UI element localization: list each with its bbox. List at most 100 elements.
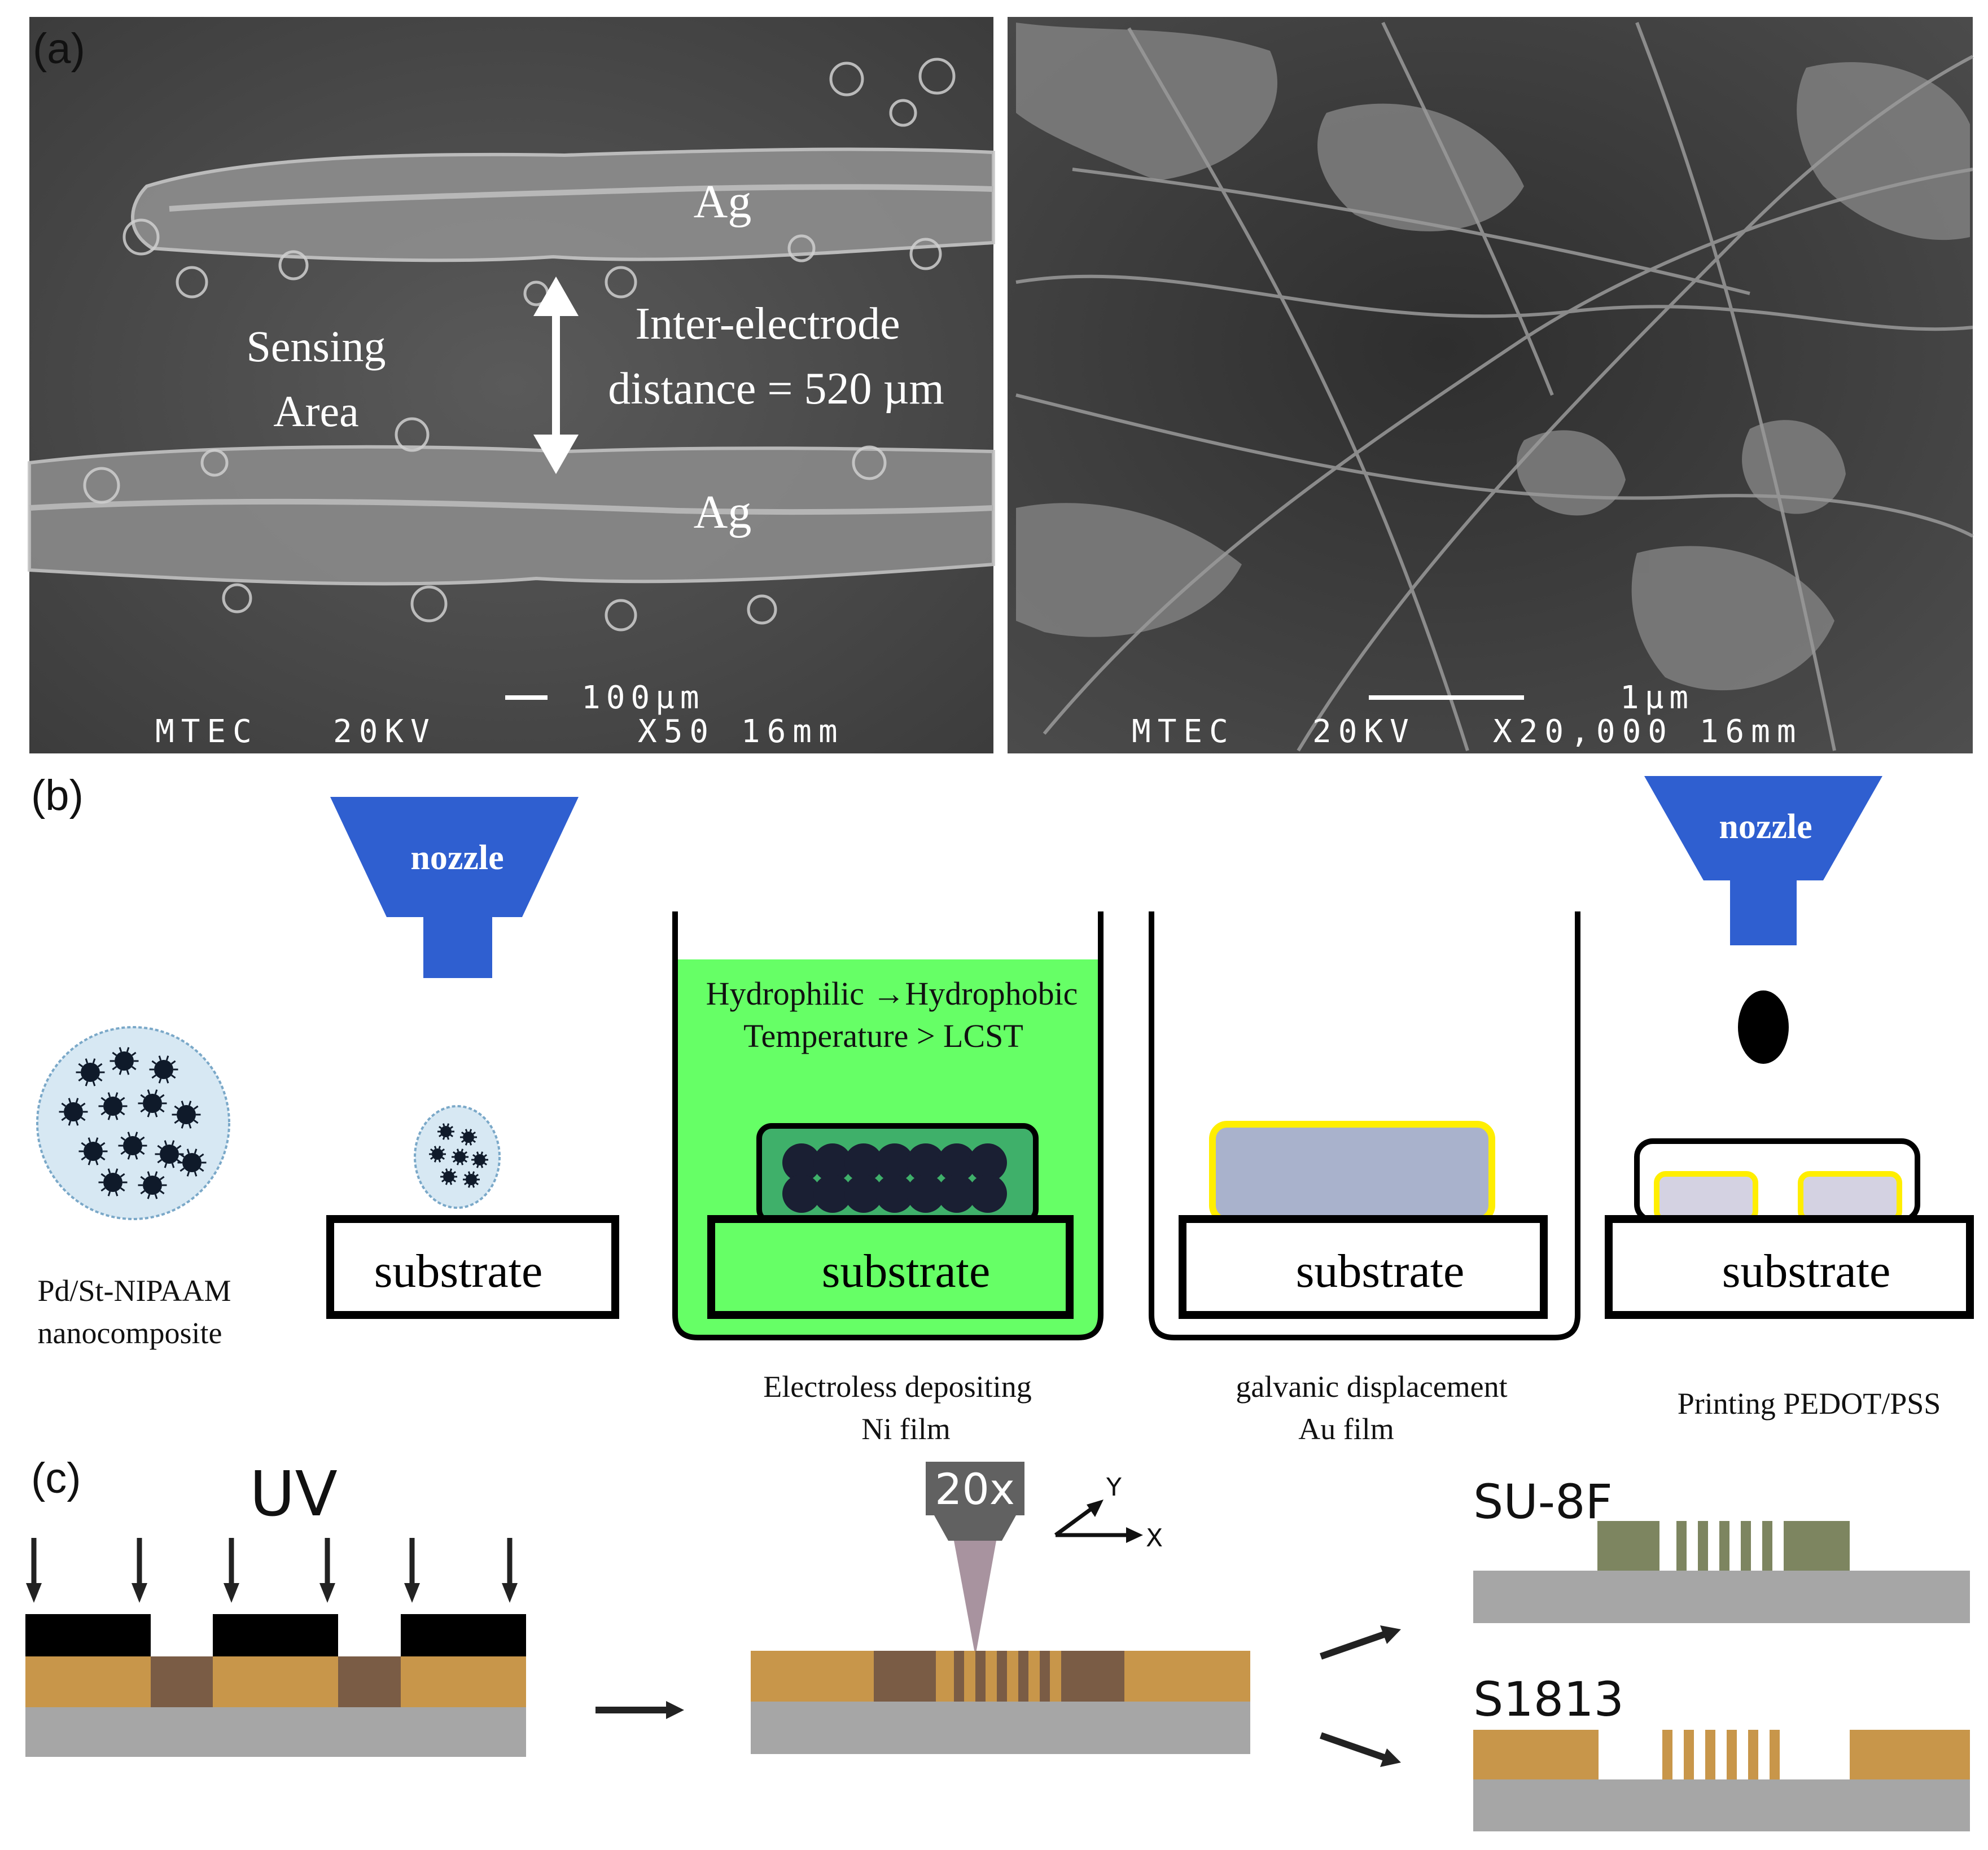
panel-a: Ag Ag Sensing Area Inter-electrode dista…	[28, 17, 1974, 753]
label-ag-top: Ag	[694, 176, 752, 228]
label-distance: distance = 520 µm	[608, 364, 944, 414]
substrate-2-label: substrate	[822, 1245, 991, 1297]
nozzle-left-label: nozzle	[410, 839, 503, 877]
ni-coated-particle	[969, 1174, 1007, 1213]
nanoparticle	[160, 1145, 179, 1164]
nanoparticle	[154, 1060, 173, 1079]
panel-label-c: (c)	[31, 1454, 81, 1502]
sem-image-fibers: 1μm MTEC 20KV X20,000 16mm	[1008, 17, 1974, 753]
ni-beaker	[672, 911, 1104, 1340]
panel-label-b: (b)	[31, 771, 84, 819]
substrate-3-label: substrate	[1296, 1245, 1465, 1297]
objective-label: 20x	[935, 1464, 1015, 1514]
su8-line	[1784, 1521, 1794, 1571]
uv-label: UV	[249, 1458, 338, 1530]
written-line	[1018, 1651, 1028, 1702]
footer-right-kv: 20KV	[1312, 713, 1416, 750]
written-line	[997, 1651, 1007, 1702]
ni-coated-particle	[938, 1143, 976, 1182]
au-film	[1209, 1121, 1495, 1224]
su8-line	[1762, 1521, 1772, 1571]
nanoparticle	[64, 1102, 83, 1121]
written-line	[1061, 1651, 1071, 1702]
footer-left-mag: X50 16mm	[638, 713, 844, 750]
substrate-4-label: substrate	[1722, 1245, 1891, 1297]
footer-right-mtec: MTEC	[1132, 713, 1235, 750]
ni-coated-particle	[938, 1174, 976, 1213]
su8-line	[1676, 1521, 1687, 1571]
written-line	[975, 1651, 986, 1702]
nanoparticle	[443, 1171, 454, 1182]
footer-left-mtec: MTEC	[155, 713, 259, 750]
result-s1813-label: S1813	[1473, 1672, 1624, 1727]
s1813-line	[1727, 1730, 1737, 1779]
top-electrode-band	[131, 147, 995, 262]
step-electroless-ni: Hydrophilic →Hydrophobic Temperature > L…	[672, 911, 1104, 1446]
laser-writing-stack: 20x Y X	[751, 1462, 1250, 1754]
label-sensing: Sensing	[246, 322, 386, 371]
au-electrode-right	[1798, 1171, 1902, 1223]
objective-body	[926, 1462, 1024, 1515]
nanoparticle	[143, 1094, 162, 1113]
substrate-2	[707, 1215, 1074, 1319]
label-inter-electrode: Inter-electrode	[635, 299, 900, 349]
s1813-line	[1705, 1730, 1715, 1779]
ni-coated-particle	[969, 1143, 1007, 1182]
caption-pedot: Printing PEDOT/PSS	[1678, 1387, 1941, 1421]
nanoparticle	[103, 1097, 122, 1116]
au-beaker	[1149, 911, 1580, 1340]
ni-coated-particle	[907, 1143, 945, 1182]
nanoparticle	[454, 1151, 466, 1163]
au-electrode-left	[1654, 1171, 1758, 1223]
arrow-to-s1813	[1320, 1732, 1387, 1761]
bottom-electrode-band	[28, 445, 995, 586]
su8-line	[1698, 1521, 1708, 1571]
substrate-4	[1605, 1215, 1974, 1319]
s1813-line	[1662, 1730, 1672, 1779]
nozzle-right	[1644, 776, 1882, 880]
nanoparticle	[81, 1063, 100, 1082]
s1813-line	[1684, 1730, 1694, 1779]
s1813-line	[1770, 1730, 1780, 1779]
panel-b: (b) Pd/St-NIPAAM nanocomposite nozzle su…	[31, 771, 1974, 1446]
ni-coated-particle	[907, 1174, 945, 1213]
s1813-line	[1748, 1730, 1758, 1779]
nanoparticle	[182, 1153, 202, 1172]
substrate-1	[326, 1215, 619, 1319]
panel-label-a: (a)	[33, 25, 85, 73]
nanoparticle	[474, 1154, 485, 1165]
ni-coated-particle	[875, 1174, 914, 1213]
caption-au-2: Au film	[1298, 1412, 1394, 1446]
substrate-1-label: substrate	[374, 1245, 543, 1297]
ni-coated-particle	[844, 1143, 883, 1182]
panel-c: (c) UV 20x	[25, 1454, 1970, 1831]
nanoparticle	[115, 1051, 134, 1071]
nanoparticle	[103, 1173, 122, 1192]
step-printing-pedot: nozzle substrate Printing PEDOT/PSS	[1605, 776, 1974, 1421]
ni-coated-particle	[782, 1174, 821, 1213]
substrate-3	[1179, 1215, 1548, 1319]
nanoparticle	[432, 1148, 443, 1160]
ni-coated-particle	[844, 1174, 883, 1213]
footer-right-mag: X20,000 16mm	[1493, 713, 1803, 750]
caption-ni-1: Electroless depositing	[763, 1370, 1031, 1404]
written-line	[954, 1651, 964, 1702]
result-s1813: S1813	[1473, 1672, 1970, 1831]
nanocomposite-label-2: nanocomposite	[38, 1316, 222, 1350]
su8-line	[1741, 1521, 1751, 1571]
ni-coated-particle	[875, 1143, 914, 1182]
uv-exposure-stack	[25, 1538, 526, 1757]
bath-text-2: Temperature > LCST	[743, 1018, 1023, 1054]
nozzle-left	[330, 797, 579, 917]
arrow-to-su8	[1320, 1630, 1387, 1660]
inter-electrode-arrow	[533, 277, 579, 474]
ni-coated-particle	[813, 1174, 852, 1213]
result-su8f: SU-8F	[1473, 1474, 1970, 1623]
ni-coated-particle	[813, 1143, 852, 1182]
step-printing-nanocomposite: nozzle substrate	[326, 797, 619, 1319]
ni-coated-particle	[782, 1143, 821, 1182]
label-ag-bottom: Ag	[694, 486, 752, 538]
nanocomposite-particle	[36, 1026, 230, 1220]
nanoparticle	[440, 1126, 452, 1137]
